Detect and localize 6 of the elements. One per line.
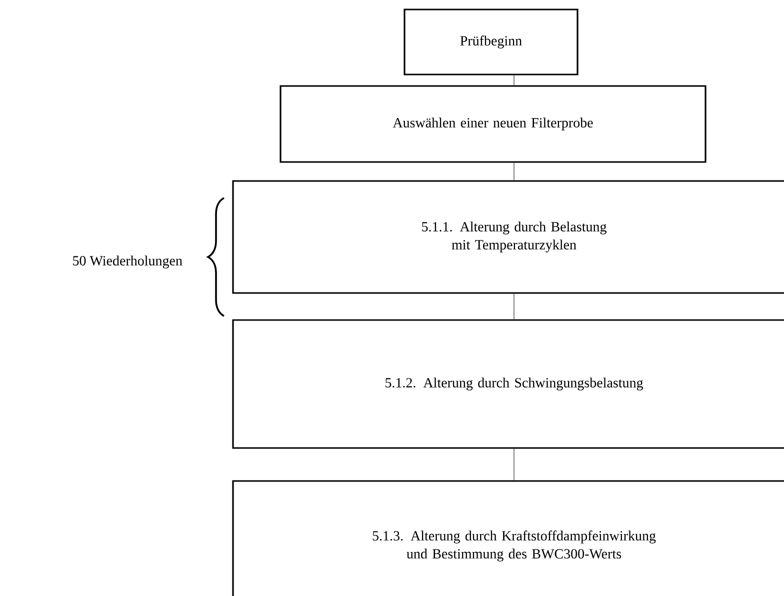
process-box: 5.1.2. Alterung durch Schwingungsbelastung	[232, 319, 784, 449]
process-box: 5.1.1. Alterung durch Belastung mit Temperaturzyklen	[232, 180, 784, 294]
process-box: Auswählen einer neuen Filterprobe	[280, 85, 706, 163]
repeat-label: 50 Wiederholungen	[73, 256, 182, 268]
process-box: 5.1.3. Alterung durch Kraftstoffdampfeinwirkung und Bestimmung des BWC300-Werts	[232, 480, 784, 596]
process-box: Prüfbeginn	[404, 8, 578, 76]
